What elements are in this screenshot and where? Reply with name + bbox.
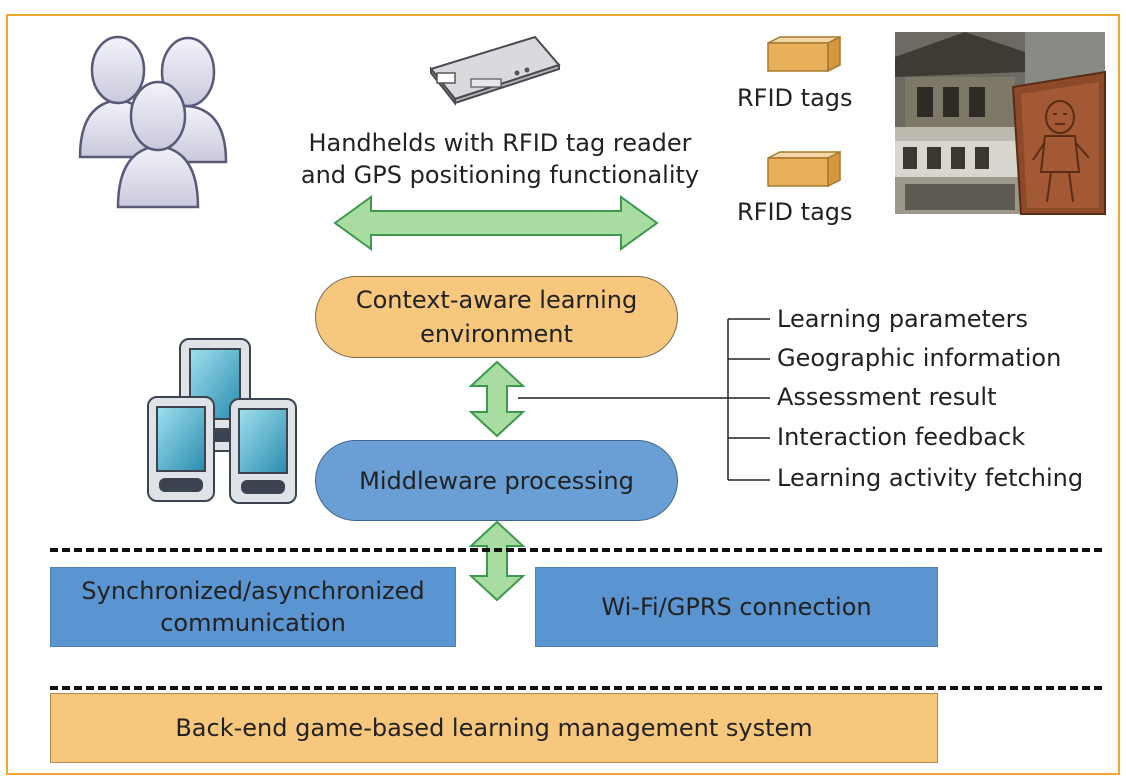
backend-lms-box: Back-end game-based learning management … xyxy=(50,693,938,763)
wifi-gprs-connection-box: Wi-Fi/GPRS connection xyxy=(535,567,938,647)
context-aware-environment-box: Context-aware learning environment xyxy=(315,276,678,358)
flow-geographic-information: Geographic information xyxy=(777,344,1062,372)
wifi-box-label: Wi-Fi/GPRS connection xyxy=(601,593,872,621)
data-flow-bracket xyxy=(518,318,770,481)
handheld-label-line1: Handhelds with RFID tag reader xyxy=(308,129,692,157)
handheld-label-line2: and GPS positioning functionality xyxy=(300,161,700,189)
middleware-processing-box: Middleware processing xyxy=(315,440,678,521)
context-middleware-double-arrow xyxy=(468,360,526,438)
sync-box-line2: communication xyxy=(160,609,346,637)
context-box-line1: Context-aware learning xyxy=(355,286,638,314)
figure-frame xyxy=(6,14,1120,775)
flow-interaction-feedback: Interaction feedback xyxy=(777,423,1026,451)
middleware-box-label: Middleware processing xyxy=(359,466,634,495)
layer-divider-lower xyxy=(50,686,1102,690)
heritage-photo xyxy=(895,32,1106,215)
rfid-tag-icon xyxy=(767,150,841,188)
middleware-comms-double-arrow xyxy=(468,520,526,602)
rfid-tags-label-1: RFID tags xyxy=(737,84,853,112)
flow-assessment-result: Assessment result xyxy=(777,383,997,411)
pda-devices-icon xyxy=(147,338,297,504)
rfid-reader-device-icon xyxy=(429,35,561,106)
context-box-line2: environment xyxy=(420,320,573,348)
users-icon xyxy=(78,35,228,209)
layer-divider-upper xyxy=(50,548,1102,552)
flow-learning-parameters: Learning parameters xyxy=(777,305,1029,333)
rfid-tags-label-2: RFID tags xyxy=(737,198,853,226)
handheld-double-arrow xyxy=(333,195,659,251)
sync-box-line1: Synchronized/asynchronized xyxy=(81,577,425,605)
rfid-tag-icon xyxy=(767,35,841,73)
handheld-label: Handhelds with RFID tag reader and GPS p… xyxy=(270,127,730,191)
backend-box-label: Back-end game-based learning management … xyxy=(175,714,813,742)
flow-learning-activity-fetching: Learning activity fetching xyxy=(777,464,1084,492)
sync-communication-box: Synchronized/asynchronized communication xyxy=(50,567,456,647)
